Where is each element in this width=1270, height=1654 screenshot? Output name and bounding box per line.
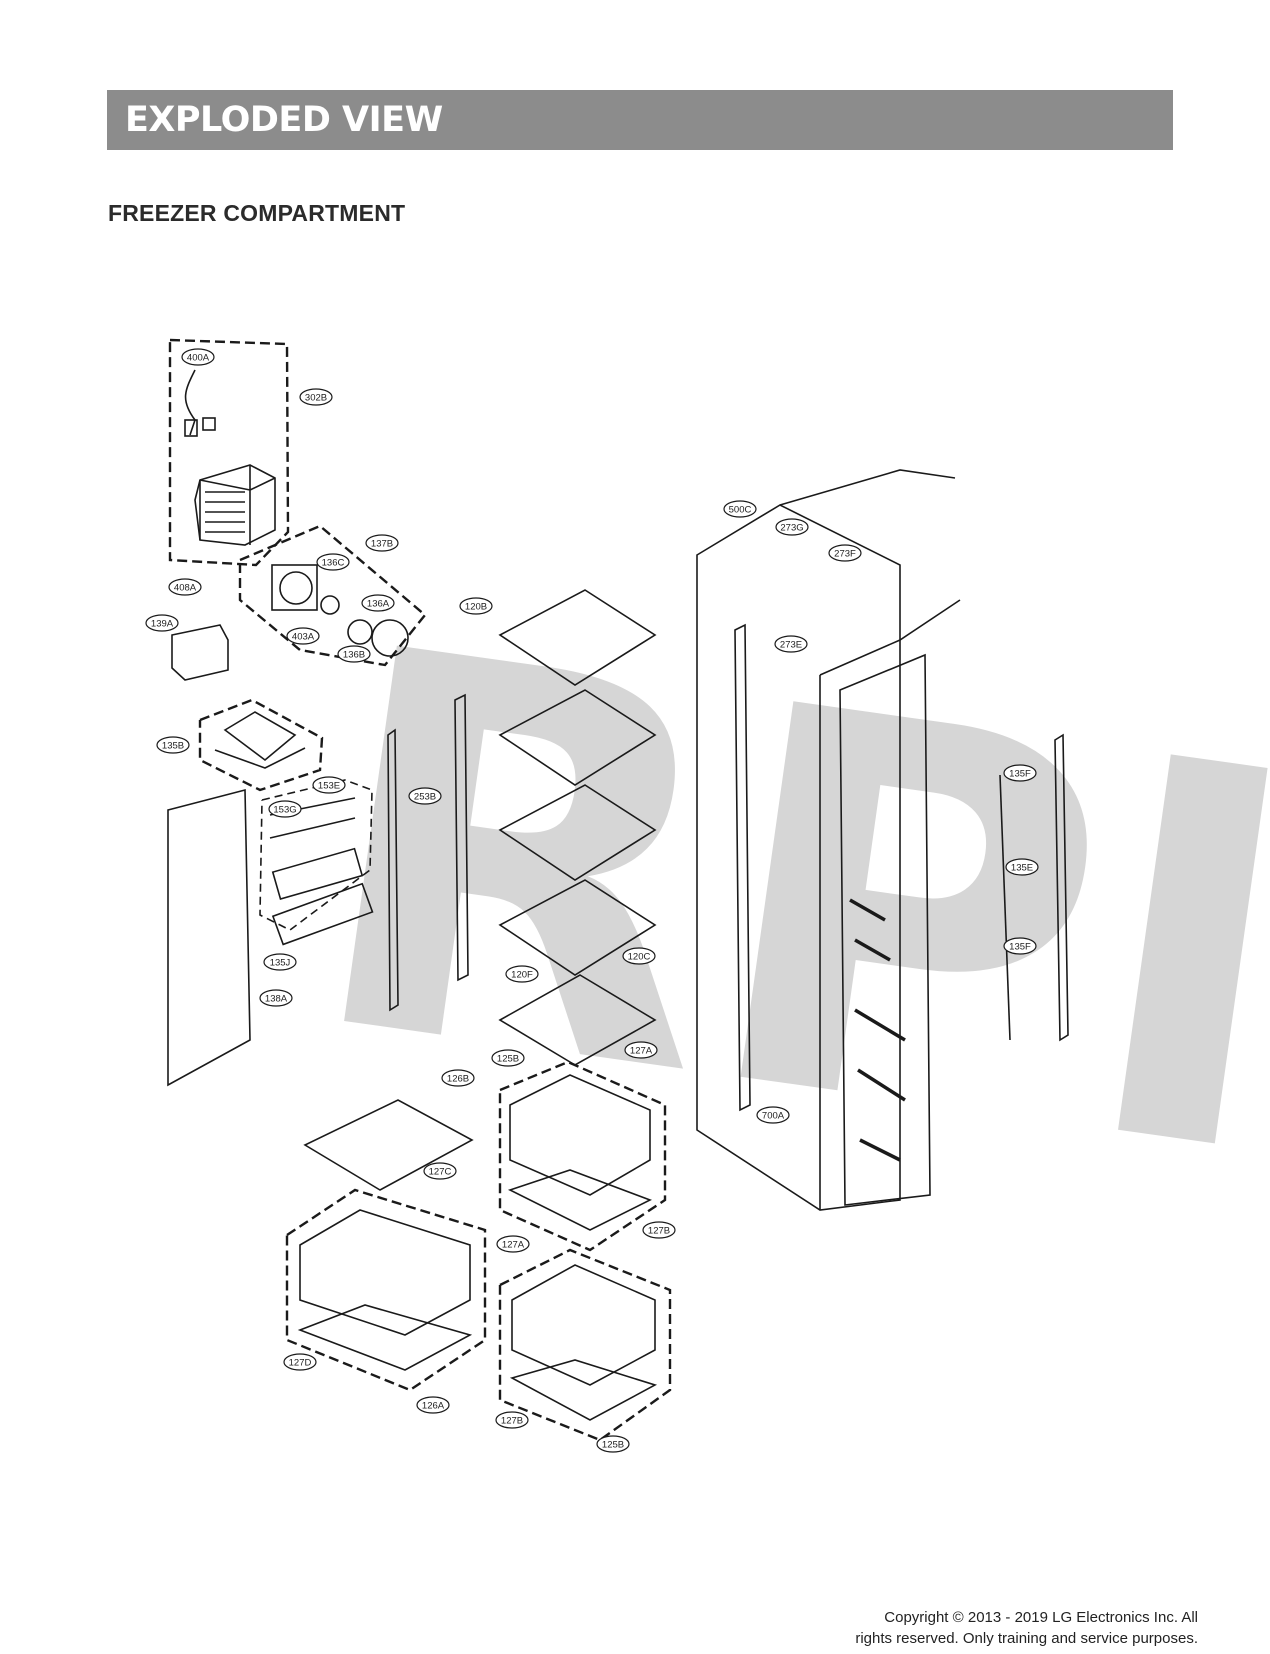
callout-label: 135F: [1009, 769, 1031, 780]
callout-label: 126B: [447, 1074, 469, 1085]
watermark: RPI: [280, 536, 1270, 1272]
callout-label: 125B: [497, 1054, 519, 1065]
callout-label: 500C: [729, 505, 752, 516]
callout-label: 700A: [762, 1111, 785, 1122]
page-title: EXPLODED VIEW: [125, 100, 443, 140]
callout-label: 120C: [628, 952, 651, 963]
callout-label: 153G: [273, 805, 296, 816]
callout-label: 135F: [1009, 942, 1031, 953]
callout-label: 127A: [630, 1046, 653, 1057]
callout-label: 137B: [371, 539, 393, 550]
part-outlines: [167, 338, 1069, 1442]
callout-label: 139A: [151, 619, 174, 630]
callout-label: 126A: [422, 1401, 445, 1412]
callout-label: 403A: [292, 632, 315, 643]
callout-label: 400A: [187, 353, 210, 364]
section-title: FREEZER COMPARTMENT: [108, 200, 406, 226]
callout-label: 135B: [162, 741, 184, 752]
callout-label: 273F: [834, 549, 856, 560]
callout-label: 138A: [265, 994, 288, 1005]
header-banner: EXPLODED VIEW: [107, 90, 1173, 150]
callout-label: 125B: [602, 1440, 624, 1451]
callout-label: 127B: [648, 1226, 670, 1237]
callout-label: 273E: [780, 640, 802, 651]
callout-label: 253B: [414, 792, 436, 803]
callout-label: 136C: [322, 558, 345, 569]
callout-label: 273G: [780, 523, 803, 534]
callout-label: 302B: [305, 393, 327, 404]
callout-label: 136A: [367, 599, 390, 610]
callout-label: 127B: [501, 1416, 523, 1427]
callout-label: 153E: [318, 781, 340, 792]
callout-label: 127D: [289, 1358, 312, 1369]
callout-labels: 400A 302B 408A 137B 136C 136A 403A 136B …: [145, 348, 1039, 1453]
callout-label: 136B: [343, 650, 365, 661]
copyright-notice: Copyright © 2013 - 2019 LG Electronics I…: [855, 1607, 1198, 1649]
callout-label: 127A: [502, 1240, 525, 1251]
copyright-line-1: Copyright © 2013 - 2019 LG Electronics I…: [884, 1609, 1198, 1626]
callout-label: 408A: [174, 583, 197, 594]
callout-label: 120F: [511, 970, 533, 981]
callout-label: 135E: [1011, 863, 1033, 874]
callout-label: 127C: [429, 1167, 452, 1178]
copyright-line-2: rights reserved. Only training and servi…: [855, 1630, 1198, 1647]
callout-label: 135J: [270, 958, 291, 969]
callout-label: 120B: [465, 602, 487, 613]
